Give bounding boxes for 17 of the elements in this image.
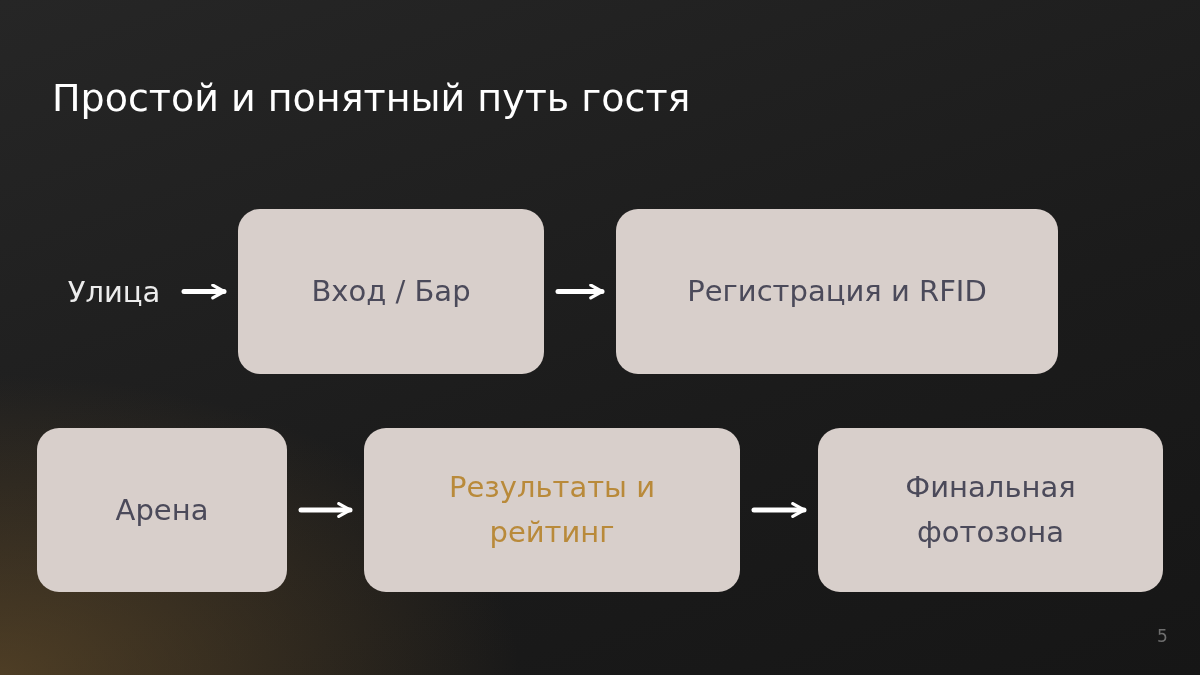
page-number: 5 [1157, 626, 1168, 646]
step-card [238, 209, 544, 374]
step-label: Улица [67, 273, 161, 311]
step-card [364, 428, 740, 592]
arrow [298, 502, 353, 518]
step-label: Арена [115, 491, 209, 529]
step-card [818, 428, 1163, 592]
step-label: Регистрация и RFID [687, 273, 987, 311]
step-card [616, 209, 1058, 374]
step-label: Финальная фотозона [904, 469, 1077, 551]
step-label: Вход / Бар [311, 273, 471, 311]
arrow [181, 283, 227, 300]
arrow [751, 502, 807, 518]
arrow [555, 283, 605, 300]
slide-title: Простой и понятный путь гостя [52, 76, 691, 120]
step-label: Результаты и рейтинг [447, 469, 657, 551]
step-card [37, 428, 287, 592]
